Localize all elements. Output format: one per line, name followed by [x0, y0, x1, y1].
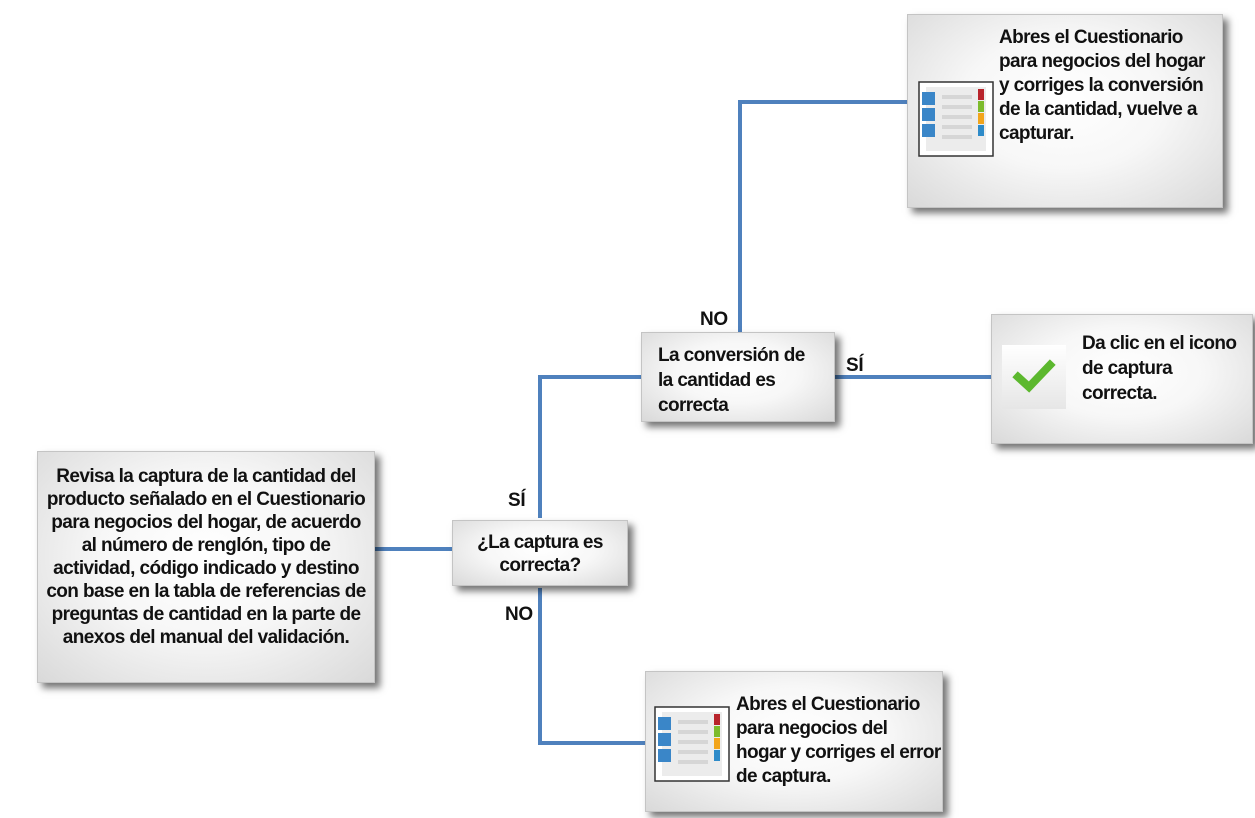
checkmark-icon	[1002, 345, 1066, 409]
connector-capture-yes	[538, 375, 645, 518]
decision-conversion-text: La conversión de la cantidad es correcta	[658, 345, 805, 416]
start-review-text: Revisa la captura de la cantidad del pro…	[46, 466, 366, 648]
connector-capture-no	[538, 588, 645, 745]
start-review-box: Revisa la captura de la cantidad del pro…	[37, 451, 375, 683]
decision-conversion-correct: La conversión de la cantidad es correcta	[641, 332, 835, 422]
edge-label-conversion-yes: SÍ	[846, 355, 864, 376]
edge-label-capture-no: NO	[505, 604, 533, 625]
connector-conversion-no	[738, 100, 907, 332]
decision-capture-text: ¿La captura es correcta?	[477, 532, 603, 576]
action-fix-capture-box: Abres el Cuestionario para negocios del …	[645, 671, 943, 812]
edge-label-capture-yes: SÍ	[508, 490, 526, 511]
action-fix-conversion-text: Abres el Cuestionario para negocios del …	[999, 27, 1205, 144]
action-correct-text: Da clic en el icono de captura correcta.	[1082, 333, 1237, 404]
questionnaire-icon	[654, 706, 730, 782]
action-fix-capture-text: Abres el Cuestionario para negocios del …	[736, 694, 941, 787]
decision-capture-correct: ¿La captura es correcta?	[452, 520, 628, 586]
action-fix-conversion-box: Abres el Cuestionario para negocios del …	[907, 14, 1223, 208]
questionnaire-icon	[918, 81, 994, 157]
action-correct-box: Da clic en el icono de captura correcta.	[991, 314, 1253, 444]
edge-label-conversion-no: NO	[700, 309, 728, 330]
